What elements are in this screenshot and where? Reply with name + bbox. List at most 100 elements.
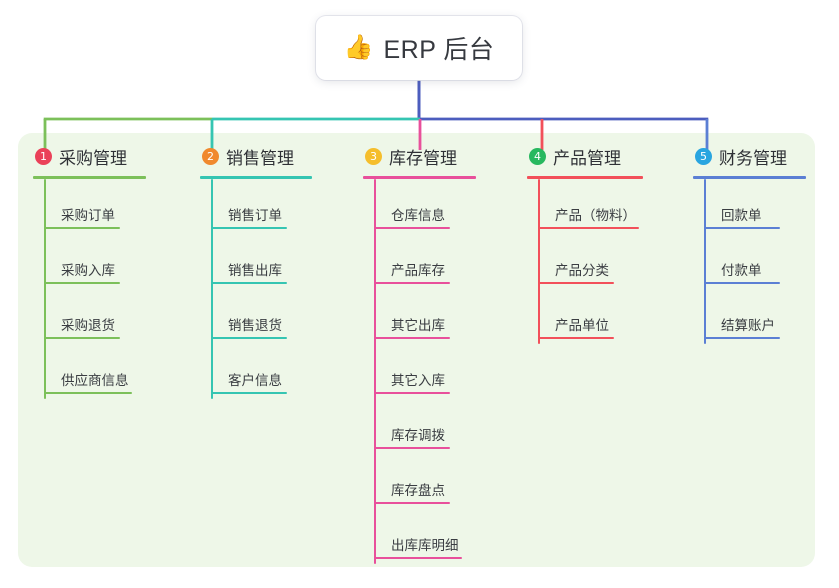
branch-number-badge: 1 <box>35 147 52 165</box>
leaf-item-underline <box>375 502 450 504</box>
leaf-item-underline <box>45 392 132 394</box>
leaf-item[interactable]: 库存盘点 <box>363 454 475 509</box>
leaf-item[interactable]: 付款单 <box>693 234 805 289</box>
leaf-item[interactable]: 采购入库 <box>33 234 145 289</box>
root-node-label: ERP 后台 <box>383 36 495 64</box>
leaf-item-underline <box>212 337 287 339</box>
branch-number-badge: 5 <box>695 147 712 165</box>
branch-number-badge: 2 <box>202 147 219 165</box>
branch-children: 产品（物料） 产品分类产品单位 <box>527 179 642 344</box>
branch-underline <box>200 176 312 179</box>
leaf-item-label: 供应商信息 <box>61 373 129 388</box>
branch-trunk-line <box>44 179 46 399</box>
branch-children: 采购订单采购入库采购退货供应商信息 <box>33 179 145 399</box>
branch-trunk-line <box>704 179 706 344</box>
leaf-item-underline <box>45 227 120 229</box>
leaf-item-underline <box>539 227 639 229</box>
branch-number-badge: 3 <box>365 147 382 165</box>
branch-column-3: 3 库存管理仓库信息产品库存其它出库其它入库库存调拨库存盘点出库库明细 <box>363 143 476 564</box>
leaf-item-underline <box>45 282 120 284</box>
leaf-item-label: 其它入库 <box>391 373 445 388</box>
leaf-item-label: 结算账户 <box>721 318 775 333</box>
leaf-item-label: 付款单 <box>721 263 762 278</box>
leaf-item[interactable]: 回款单 <box>693 179 805 234</box>
branch-underline <box>33 176 146 179</box>
leaf-item-label: 产品分类 <box>555 263 609 278</box>
thumbs-up-icon: 👍 <box>343 34 374 61</box>
branch-trunk-line <box>538 179 540 344</box>
leaf-item-underline <box>375 337 450 339</box>
diagram-background-panel <box>18 133 815 567</box>
leaf-item-label: 产品单位 <box>555 318 609 333</box>
leaf-item[interactable]: 其它出库 <box>363 289 475 344</box>
leaf-item-underline <box>212 392 287 394</box>
leaf-item[interactable]: 产品分类 <box>527 234 642 289</box>
branch-children: 仓库信息产品库存其它出库其它入库库存调拨库存盘点出库库明细 <box>363 179 475 564</box>
branch-header-4[interactable]: 4 产品管理 <box>527 143 642 169</box>
leaf-item-label: 采购退货 <box>61 318 115 333</box>
leaf-item-label: 采购入库 <box>61 263 115 278</box>
leaf-item-label: 销售订单 <box>228 208 282 223</box>
branch-children: 销售订单销售出库销售退货客户信息 <box>200 179 310 399</box>
branch-header-5[interactable]: 5 财务管理 <box>693 143 805 169</box>
leaf-item-label: 回款单 <box>721 208 762 223</box>
branch-title: 财务管理 <box>719 148 787 168</box>
leaf-item[interactable]: 出库库明细 <box>363 509 475 564</box>
leaf-item[interactable]: 客户信息 <box>200 344 310 399</box>
branch-column-4: 4 产品管理产品（物料） 产品分类产品单位 <box>527 143 643 344</box>
leaf-item[interactable]: 供应商信息 <box>33 344 145 399</box>
leaf-item-label: 产品库存 <box>391 263 445 278</box>
leaf-item[interactable]: 其它入库 <box>363 344 475 399</box>
leaf-item-underline <box>539 282 614 284</box>
leaf-item-underline <box>705 227 780 229</box>
leaf-item-underline <box>212 227 287 229</box>
leaf-item[interactable]: 产品（物料） <box>527 179 642 234</box>
root-node[interactable]: 👍 ERP 后台 <box>316 16 522 80</box>
branch-column-1: 1 采购管理采购订单采购入库采购退货供应商信息 <box>33 143 146 399</box>
leaf-item[interactable]: 采购退货 <box>33 289 145 344</box>
branch-column-2: 2 销售管理销售订单销售出库销售退货客户信息 <box>200 143 312 399</box>
leaf-item-underline <box>375 392 450 394</box>
branch-column-5: 5 财务管理回款单付款单结算账户 <box>693 143 806 344</box>
leaf-item-underline <box>375 557 462 559</box>
leaf-item-label: 销售退货 <box>228 318 282 333</box>
branch-title: 销售管理 <box>226 148 294 168</box>
leaf-item[interactable]: 结算账户 <box>693 289 805 344</box>
branch-trunk-line <box>211 179 213 399</box>
leaf-item-label: 仓库信息 <box>391 208 445 223</box>
leaf-item-label: 其它出库 <box>391 318 445 333</box>
leaf-item[interactable]: 产品单位 <box>527 289 642 344</box>
leaf-item-label: 采购订单 <box>61 208 115 223</box>
leaf-item-underline <box>45 337 120 339</box>
leaf-item-underline <box>539 337 614 339</box>
leaf-item-underline <box>375 447 450 449</box>
leaf-item[interactable]: 采购订单 <box>33 179 145 234</box>
leaf-item-underline <box>375 227 450 229</box>
leaf-item-label: 库存调拨 <box>391 428 445 443</box>
branch-header-1[interactable]: 1 采购管理 <box>33 143 145 169</box>
leaf-item-label: 销售出库 <box>228 263 282 278</box>
leaf-item-underline <box>212 282 287 284</box>
branch-number-badge: 4 <box>529 147 546 165</box>
leaf-item[interactable]: 销售订单 <box>200 179 310 234</box>
leaf-item-label: 产品（物料） <box>555 208 636 223</box>
branch-title: 采购管理 <box>59 148 127 168</box>
branch-trunk-line <box>374 179 376 564</box>
branch-header-2[interactable]: 2 销售管理 <box>200 143 310 169</box>
branch-title: 库存管理 <box>389 148 457 168</box>
branch-header-3[interactable]: 3 库存管理 <box>363 143 475 169</box>
leaf-item-label: 库存盘点 <box>391 483 445 498</box>
leaf-item[interactable]: 仓库信息 <box>363 179 475 234</box>
leaf-item-underline <box>705 282 780 284</box>
leaf-item[interactable]: 销售出库 <box>200 234 310 289</box>
branch-title: 产品管理 <box>553 148 621 168</box>
branch-underline <box>693 176 806 179</box>
leaf-item[interactable]: 产品库存 <box>363 234 475 289</box>
leaf-item-label: 客户信息 <box>228 373 282 388</box>
leaf-item-underline <box>705 337 780 339</box>
leaf-item-underline <box>375 282 450 284</box>
leaf-item[interactable]: 销售退货 <box>200 289 310 344</box>
leaf-item[interactable]: 库存调拨 <box>363 399 475 454</box>
